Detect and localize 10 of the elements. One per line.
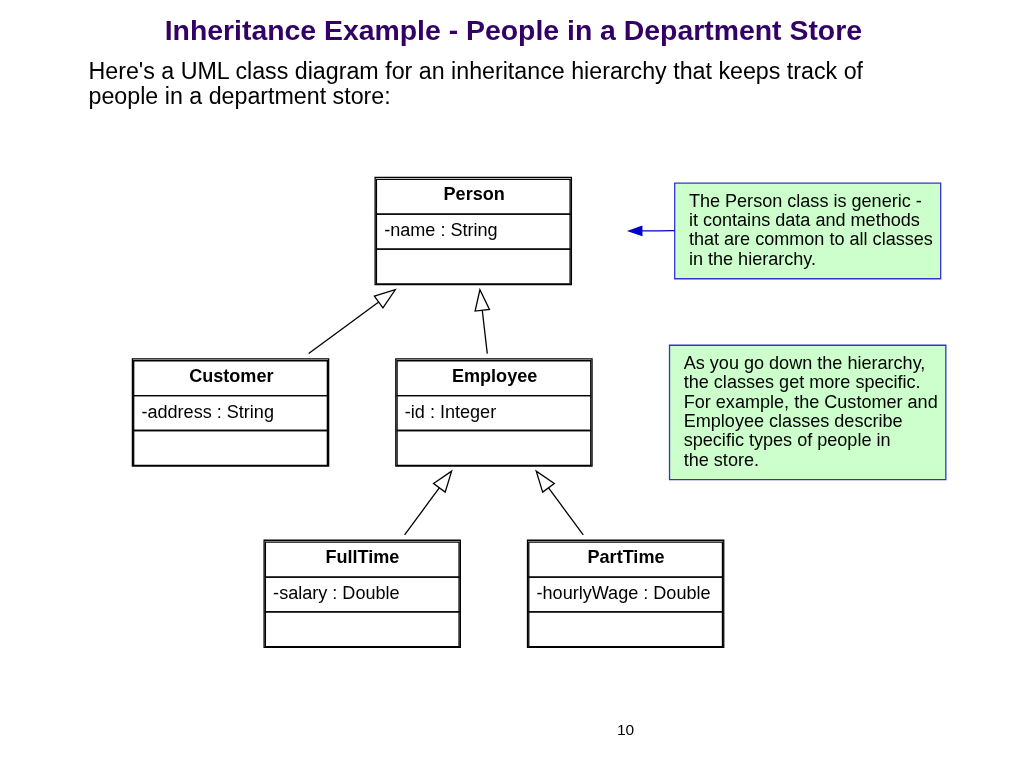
label: Here's a UML class diagram for an inheritance hierarchy that keeps track of people in a department store: [88, 57, 864, 110]
label: 10 [617, 721, 635, 739]
arrow [403, 469, 453, 536]
arrow [308, 288, 397, 355]
arrow [535, 469, 584, 536]
node-box: As you go down the hierarchy, the classes get more specific. For example, the Customer and Employee classes describe specific types of people in the store. [668, 344, 947, 481]
arrow [474, 287, 491, 355]
diagram-title: Inheritance Example - People in a Department Store [164, 14, 863, 47]
node-box: The Person class is generic - it contains data and methods that are common to all classes in the hierarchy. [674, 182, 942, 280]
arrow [626, 225, 676, 237]
